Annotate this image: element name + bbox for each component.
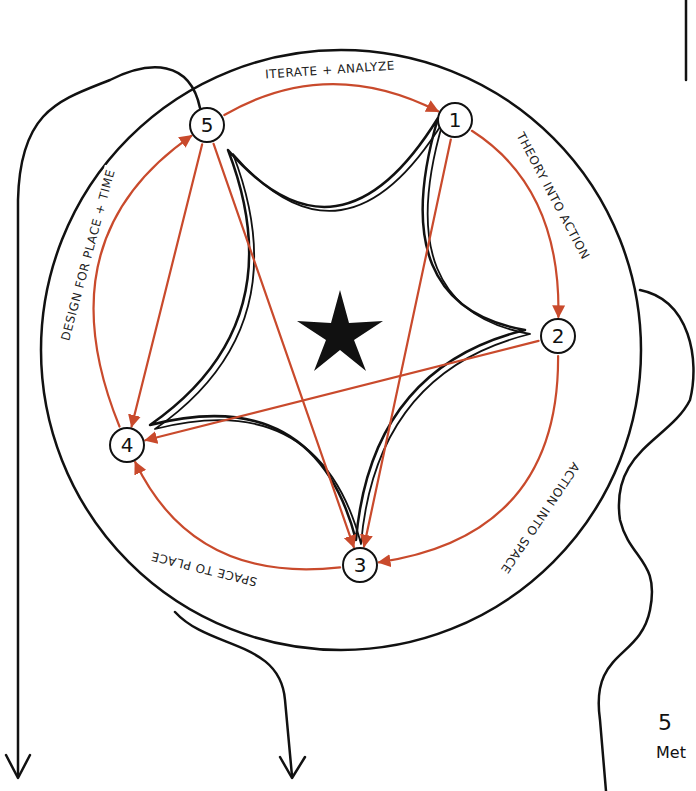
flow-arrow	[224, 84, 438, 115]
step-circle: 4	[109, 427, 145, 463]
edge-label: THEORY INTO ACTION	[512, 128, 594, 265]
star-outline	[150, 118, 525, 540]
flow-line-bottom	[175, 612, 292, 776]
flow-arrow	[472, 131, 559, 317]
page-note: 5	[658, 712, 672, 734]
arrow-head-left	[6, 755, 30, 778]
page-note: Met	[656, 745, 686, 761]
corner-line	[685, 0, 688, 80]
edge-label: ACTION INTO SPACE	[496, 457, 584, 578]
flow-arrow	[364, 140, 451, 547]
edge-label: SPACE TO PLACE	[147, 548, 262, 589]
step-number: 4	[121, 435, 134, 455]
step-circle: 5	[189, 107, 225, 143]
flow-arrow	[132, 144, 203, 426]
star-outline-echo	[155, 122, 530, 544]
step-number: 5	[201, 115, 214, 135]
center-star	[297, 290, 383, 371]
arrow-head-bottom	[280, 757, 305, 778]
edge-label: ITERATE + ANALYZE	[262, 58, 399, 81]
step-circle: 3	[342, 547, 378, 583]
flow-arrow	[145, 341, 538, 440]
edge-label: DESIGN FOR PLACE + TIME	[58, 165, 119, 345]
step-circle: 2	[540, 318, 576, 354]
step-number: 2	[552, 326, 565, 346]
step-number: 3	[354, 555, 367, 575]
flow-line-left	[18, 67, 200, 776]
flow-line-right	[599, 290, 694, 791]
flow-arrow	[214, 144, 354, 547]
outer-circle	[41, 50, 641, 650]
step-circle: 1	[437, 102, 473, 138]
step-number: 1	[449, 110, 462, 130]
